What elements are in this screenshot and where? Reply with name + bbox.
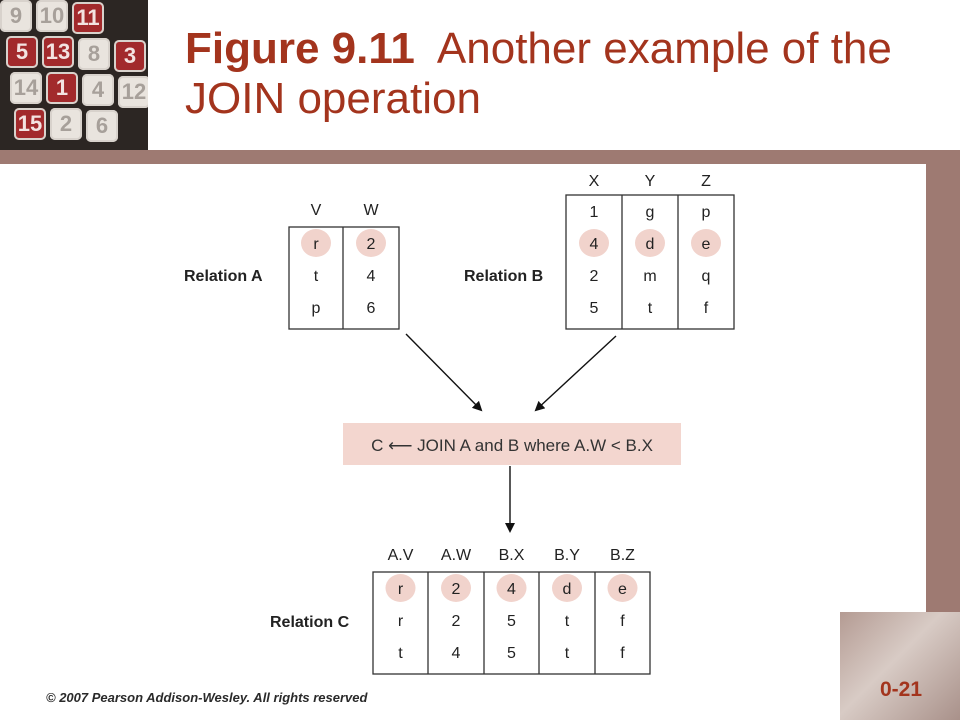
relation-b-cell: m bbox=[643, 268, 656, 285]
relation-c-cell: t bbox=[398, 645, 403, 662]
relation-b-column-header: Z bbox=[701, 173, 711, 190]
relation-b-cell: d bbox=[646, 236, 655, 253]
relation-b-cell: g bbox=[646, 204, 655, 221]
relation-a-cell: t bbox=[314, 268, 319, 285]
relation-c-cell: 2 bbox=[452, 613, 461, 630]
relation-b-cell: p bbox=[702, 204, 711, 221]
relation-c-table: A.V A.W B.X B.Y B.Z r 2 4 d e r 2 5 t f t 4 5 t f bbox=[372, 547, 651, 675]
relation-a-cell: 2 bbox=[367, 236, 376, 253]
slide-title: Figure 9.11 Another example of the JOIN … bbox=[185, 24, 945, 124]
relation-b-highlight-mark bbox=[579, 229, 609, 257]
arrow-a-to-join bbox=[405, 333, 483, 412]
relation-b-table: X Y Z 1 g p 4 d e 2 m q 5 t f bbox=[565, 173, 735, 330]
puzzle-tile: 2 bbox=[50, 108, 82, 140]
slide-number: 0-21 bbox=[880, 678, 923, 701]
relation-c-border bbox=[372, 571, 651, 675]
relation-c-cell: e bbox=[618, 581, 627, 598]
relation-a-column-header: W bbox=[363, 202, 379, 219]
relation-b-column-header: Y bbox=[645, 173, 656, 190]
puzzle-tile: 14 bbox=[10, 72, 42, 104]
relation-c-column-header: B.X bbox=[499, 547, 525, 564]
relation-a-column-header: V bbox=[311, 202, 322, 219]
relation-c-highlight-mark bbox=[441, 574, 471, 602]
relation-c-column-header: A.V bbox=[388, 547, 414, 564]
relation-a-cell: p bbox=[312, 300, 321, 317]
relation-a-label: Relation A bbox=[184, 268, 263, 285]
relation-c-label: Relation C bbox=[270, 614, 350, 631]
puzzle-photo: 9 10 11 5 13 8 3 14 1 4 12 15 2 6 bbox=[0, 0, 148, 150]
right-decoration-bar bbox=[926, 164, 960, 616]
join-operation-text: C ⟵ JOIN A and B where A.W < B.X bbox=[371, 436, 653, 455]
puzzle-tile: 12 bbox=[118, 76, 148, 108]
relation-b-cell: q bbox=[702, 268, 711, 285]
figure-caption: Another example of the JOIN operation bbox=[185, 24, 892, 123]
relation-b-column-header: X bbox=[589, 173, 600, 190]
relation-c-column-header: B.Y bbox=[554, 547, 580, 564]
relation-c-cell: 2 bbox=[452, 581, 461, 598]
figure-number: Figure 9.11 bbox=[185, 24, 415, 73]
relation-c-column-header: B.Z bbox=[610, 547, 635, 564]
relation-c-cell: t bbox=[565, 613, 570, 630]
relation-c-highlight-mark bbox=[552, 574, 582, 602]
relation-c-cell: 4 bbox=[507, 581, 516, 598]
relation-b-highlight-mark bbox=[635, 229, 665, 257]
puzzle-tile: 10 bbox=[36, 0, 68, 32]
relation-a-cell: r bbox=[313, 236, 319, 253]
relation-c-cell: 5 bbox=[507, 645, 516, 662]
relation-c-cell: f bbox=[620, 613, 625, 630]
puzzle-tile: 3 bbox=[114, 40, 146, 72]
puzzle-tile: 4 bbox=[82, 74, 114, 106]
relation-c-highlight-mark bbox=[385, 574, 416, 602]
relation-b-cell: 2 bbox=[590, 268, 599, 285]
relation-b-cell: e bbox=[702, 236, 711, 253]
puzzle-tile: 5 bbox=[6, 36, 38, 68]
relation-c-highlight-mark bbox=[607, 574, 638, 602]
puzzle-tile: 6 bbox=[86, 110, 118, 142]
relation-c-column-header: A.W bbox=[441, 547, 472, 564]
relation-a-highlight-mark bbox=[301, 229, 331, 257]
relation-c-cell: 4 bbox=[452, 645, 461, 662]
relation-c-cell: r bbox=[398, 613, 404, 630]
relation-b-cell: 5 bbox=[590, 300, 599, 317]
header-band bbox=[0, 150, 960, 164]
corner-decoration bbox=[840, 612, 960, 720]
relation-b-label: Relation B bbox=[464, 268, 543, 285]
relation-a-cell: 6 bbox=[367, 300, 376, 317]
relation-b-cell: 4 bbox=[590, 236, 599, 253]
puzzle-tile: 8 bbox=[78, 38, 110, 70]
relation-a-cell: 4 bbox=[367, 268, 376, 285]
arrow-b-to-join bbox=[534, 335, 617, 412]
puzzle-tile: 15 bbox=[14, 108, 46, 140]
join-operation-box bbox=[343, 423, 681, 465]
puzzle-tile: 9 bbox=[0, 0, 32, 32]
relation-c-cell: 5 bbox=[507, 613, 516, 630]
relation-a-border bbox=[288, 226, 400, 330]
puzzle-tile: 1 bbox=[46, 72, 78, 104]
relation-c-cell: f bbox=[620, 645, 625, 662]
relation-b-cell: t bbox=[648, 300, 653, 317]
relation-c-highlight-mark bbox=[496, 574, 527, 602]
relation-c-cell: d bbox=[563, 581, 572, 598]
relation-b-cell: f bbox=[704, 300, 709, 317]
relation-c-cell: r bbox=[398, 581, 404, 598]
puzzle-tile: 11 bbox=[72, 2, 104, 34]
relation-a-highlight-mark bbox=[356, 229, 386, 257]
copyright-footer: © 2007 Pearson Addison-Wesley. All right… bbox=[46, 690, 368, 705]
relation-b-highlight-mark bbox=[691, 229, 721, 257]
relation-a-table: V Wr 2 t 4 p 6 bbox=[288, 202, 400, 330]
relation-c-cell: t bbox=[565, 645, 570, 662]
relation-b-border bbox=[565, 194, 735, 330]
puzzle-tile: 13 bbox=[42, 36, 74, 68]
relation-b-cell: 1 bbox=[590, 204, 599, 221]
